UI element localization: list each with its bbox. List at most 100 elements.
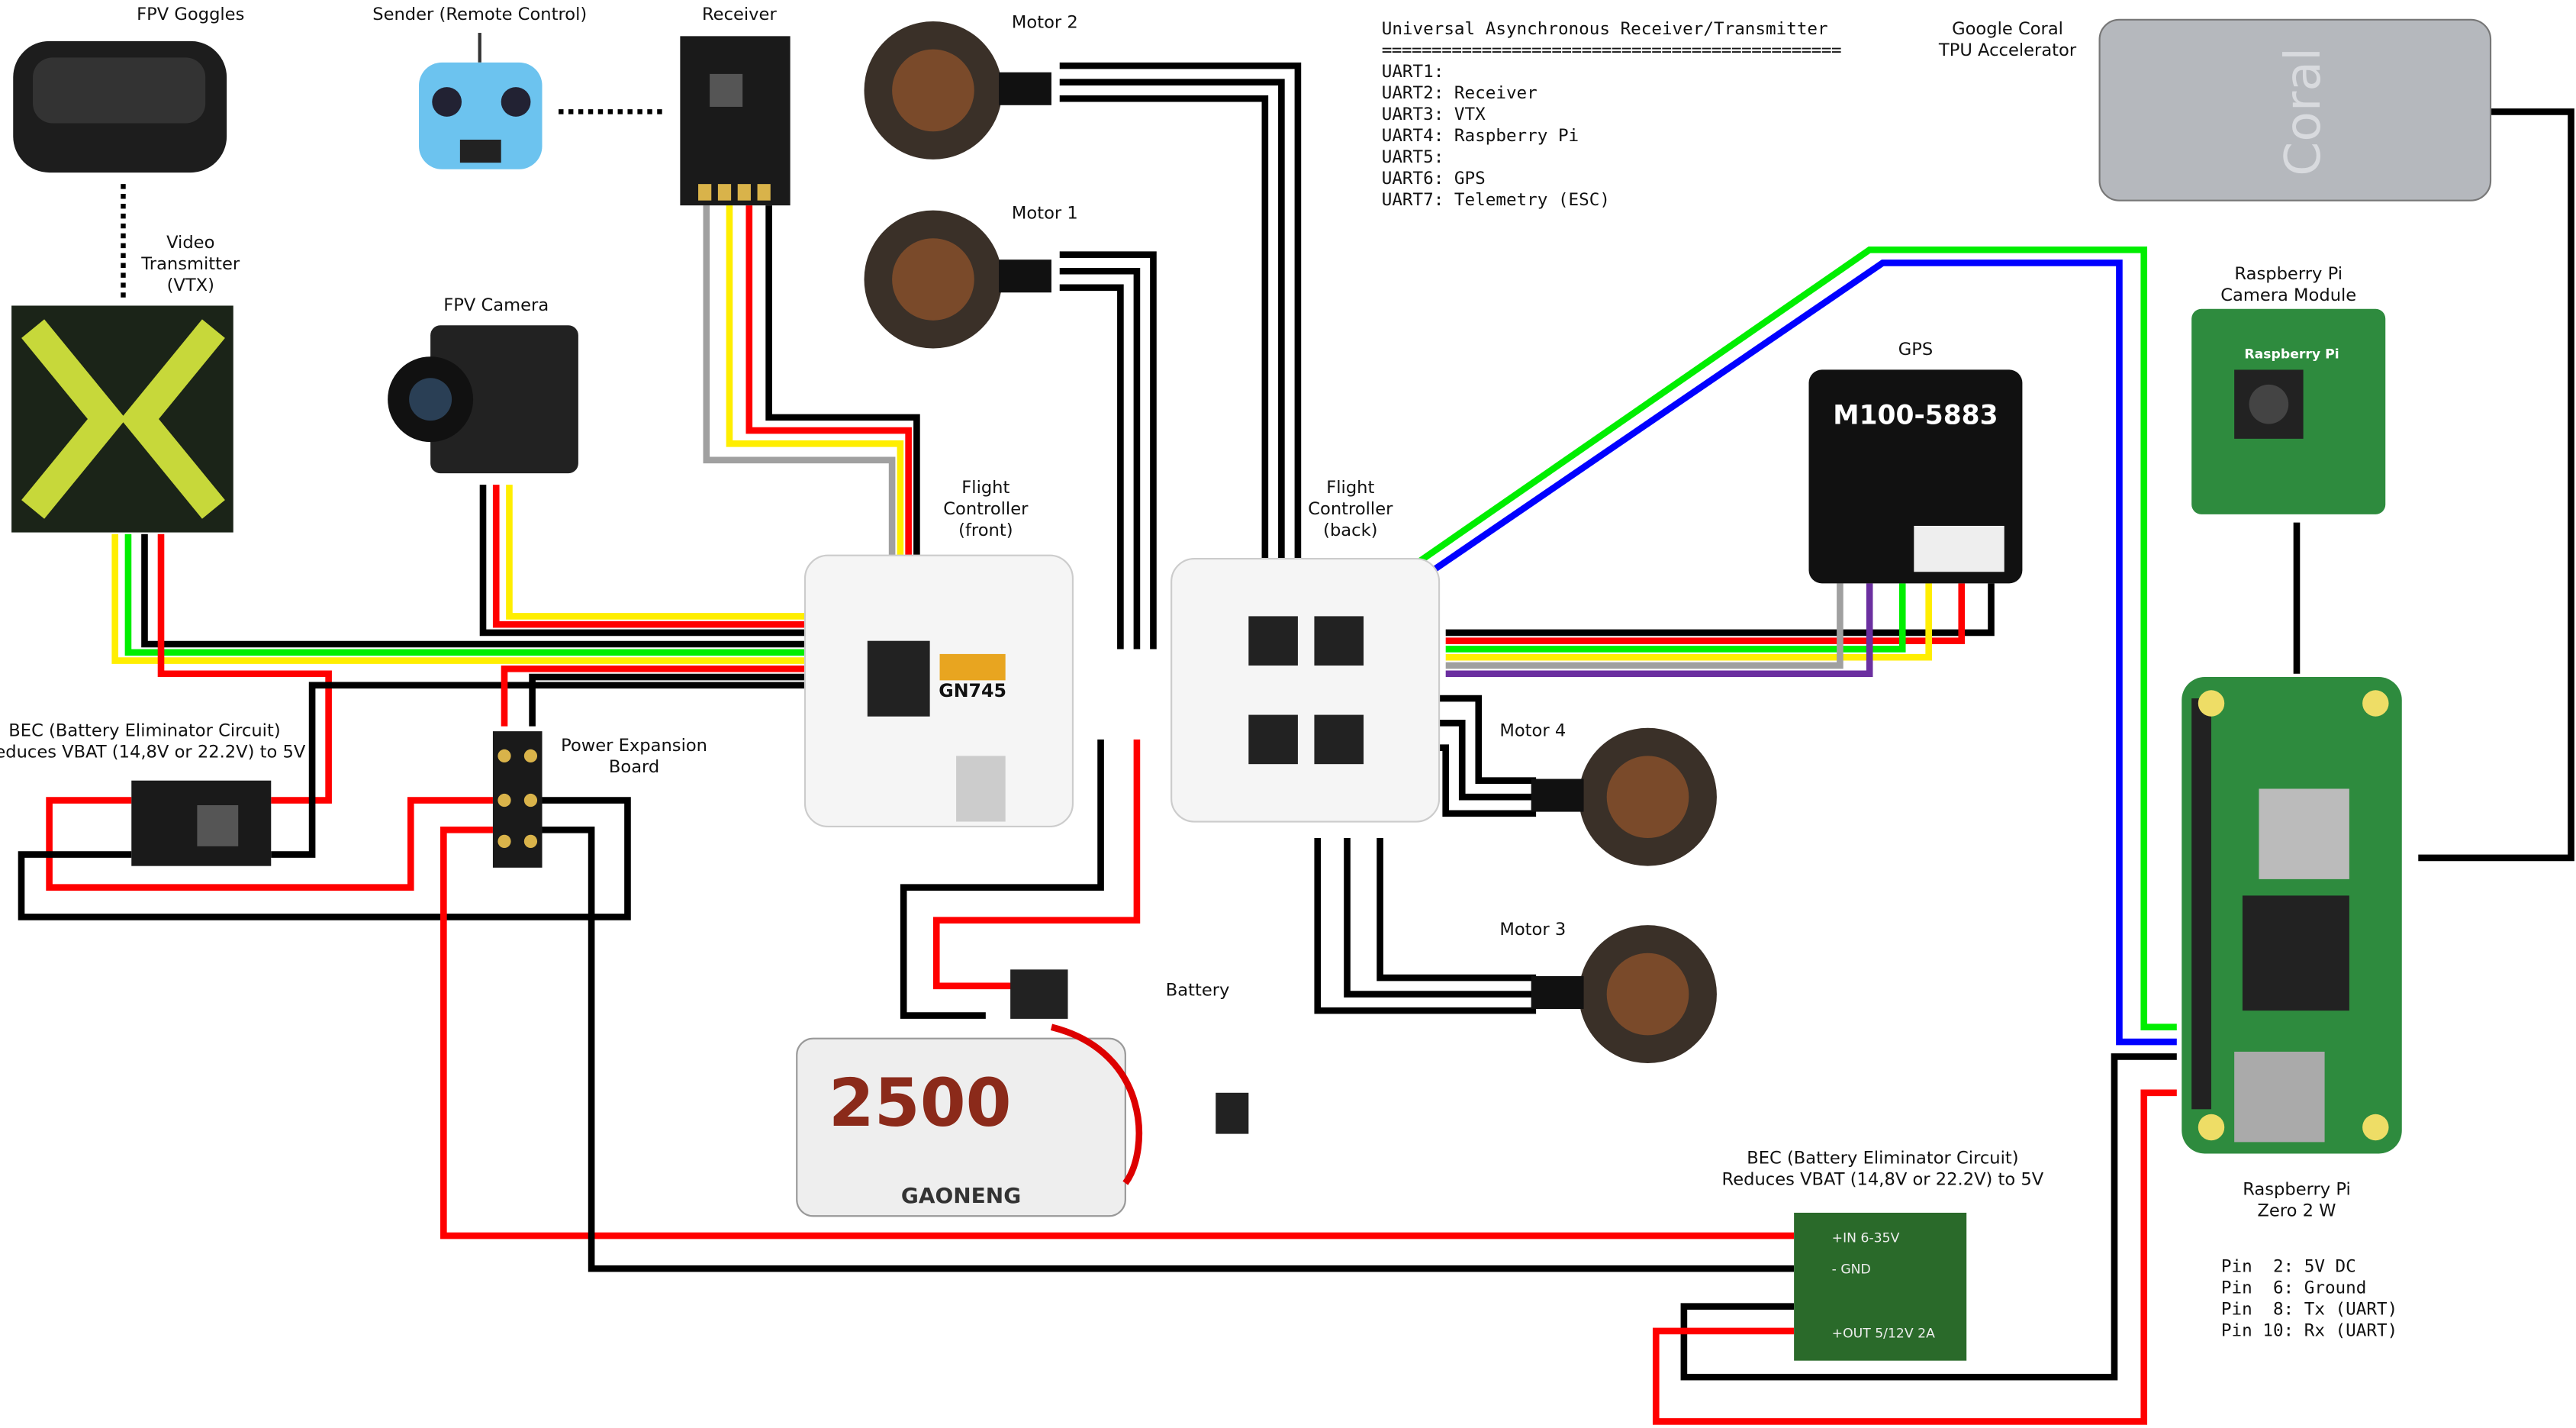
- uart-line: UART2: Receiver: [1382, 83, 1538, 103]
- wire-vtx-gnd: [271, 682, 806, 858]
- label-pi-zero: Raspberry Pi: [2243, 1179, 2351, 1199]
- label-coral-2: TPU Accelerator: [1938, 40, 2077, 60]
- pin-line: Pin 8: Tx (UART): [2221, 1299, 2397, 1319]
- wire-pwr-bec-bottom-red: [440, 826, 1795, 1239]
- uart-line: UART3: VTX: [1382, 105, 1486, 124]
- pin-line: Pin 2: 5V DC: [2221, 1256, 2356, 1276]
- wire-pwr-bec-bottom-black: [542, 826, 1795, 1272]
- wire-receiver-yellow: [726, 205, 904, 556]
- wire-camera-yellow: [506, 485, 806, 620]
- label-bec-bottom-2: Reduces VBAT (14,8V or 22.2V) to 5V: [1722, 1169, 2044, 1189]
- battery-pack: 2500 GAONENG: [796, 969, 1249, 1217]
- label-sender: Sender (Remote Control): [372, 5, 587, 24]
- label-fc-front-3: (front): [958, 521, 1013, 540]
- coral-tpu-accelerator: Coral: [2098, 18, 2492, 201]
- label-pi-zero-2: Zero 2 W: [2257, 1201, 2336, 1220]
- wire-pwr-black: [529, 673, 806, 727]
- wire-receiver-gray: [703, 205, 896, 556]
- wire-camera-black: [479, 485, 806, 637]
- wire-coral-usb: [2418, 108, 2574, 862]
- labels: FPV Goggles Sender (Remote Control) Rece…: [0, 5, 2356, 1220]
- wire-pi-blue: [1424, 259, 2177, 1046]
- wire-receiver-red: [745, 205, 912, 556]
- label-coral: Google Coral: [1952, 19, 2063, 39]
- label-motor-2: Motor 2: [1012, 13, 1078, 33]
- wire-pi-green: [1414, 246, 2177, 1030]
- label-fc-front: Flight: [961, 478, 1009, 498]
- wire-battery-red: [932, 739, 1141, 990]
- label-bec-bottom: BEC (Battery Eliminator Circuit): [1747, 1148, 2018, 1168]
- label-bec-left-2: Reduces VBAT (14,8V or 22.2V) to 5V: [0, 743, 306, 762]
- label-fpv-camera: FPV Camera: [443, 295, 549, 315]
- bec-left-board: [131, 780, 272, 866]
- motor-4: [1531, 727, 1717, 866]
- uart-line: UART7: Telemetry (ESC): [1382, 190, 1610, 210]
- wire-gps-gray: [1445, 583, 1843, 669]
- label-fpv-goggles: FPV Goggles: [137, 5, 244, 24]
- label-fc-back-2: Controller: [1308, 499, 1393, 519]
- wire-vtx-black: [141, 533, 806, 648]
- uart-line: UART6: GPS: [1382, 169, 1486, 189]
- wire-bec-left-gnd: [18, 797, 631, 920]
- pin-legend: Pin 2: 5V DC Pin 6: Ground Pin 8: Tx (UA…: [2221, 1256, 2397, 1340]
- wire-battery-black: [900, 739, 1104, 1019]
- svg-text:+OUT 5/12V 2A: +OUT 5/12V 2A: [1832, 1326, 1935, 1342]
- wire-motor3-a: [1377, 838, 1537, 982]
- svg-text:+IN 6-35V: +IN 6-35V: [1832, 1231, 1900, 1246]
- wire-bec-left-vbat: [46, 797, 493, 891]
- label-vtx-3: (VTX): [167, 276, 214, 295]
- wire-motor1-a: [1059, 251, 1157, 650]
- wire-bec-pi-gnd: [1680, 1053, 2177, 1381]
- receiver-board: [680, 36, 791, 206]
- wire-gps-red: [1445, 583, 1966, 644]
- wire-motor1-c: [1059, 284, 1124, 650]
- fpv-goggles: [13, 40, 227, 173]
- pin-line: Pin 10: Rx (UART): [2221, 1320, 2397, 1340]
- wire-gps-purple: [1445, 583, 1873, 678]
- wire-motor3-c: [1314, 838, 1537, 1014]
- gps-module: M100-5883: [1808, 369, 2023, 584]
- wire-gps-black: [1445, 583, 1995, 637]
- label-receiver: Receiver: [702, 5, 777, 24]
- label-picam: Raspberry Pi: [2234, 264, 2343, 284]
- motor-1: [864, 210, 1051, 349]
- bec-bottom-board: +IN 6-35V - GND +OUT 5/12V 2A: [1794, 1212, 1967, 1361]
- raspberry-pi-zero-2w: [2182, 677, 2402, 1154]
- label-battery: Battery: [1166, 981, 1230, 1001]
- remote-control-sender: [419, 33, 543, 169]
- wire-motor1-b: [1059, 267, 1141, 650]
- wire-gps-green: [1445, 583, 1906, 653]
- label-fc-back-3: (back): [1323, 521, 1377, 540]
- wire-vtx-green: [124, 533, 806, 656]
- motor-2: [864, 21, 1051, 160]
- wire-motor4-b: [1425, 720, 1537, 801]
- motor-3: [1531, 925, 1717, 1064]
- svg-text:GAONENG: GAONENG: [901, 1183, 1021, 1208]
- svg-text:Raspberry Pi: Raspberry Pi: [2244, 347, 2339, 362]
- svg-text:M100-5883: M100-5883: [1833, 400, 1998, 430]
- label-picam-2: Camera Module: [2220, 285, 2356, 305]
- label-vtx-2: Transmitter: [140, 254, 240, 274]
- wire-vtx-yellow: [111, 533, 806, 664]
- label-fc-back: Flight: [1326, 478, 1374, 498]
- label-vtx: Video: [166, 233, 214, 253]
- wire-motor2-a: [1059, 62, 1302, 559]
- label-motor-1: Motor 1: [1012, 203, 1078, 223]
- wire-motor2-c: [1059, 95, 1269, 559]
- label-fc-front-2: Controller: [943, 499, 1029, 519]
- label-motor-4: Motor 4: [1499, 721, 1566, 741]
- svg-text:- GND: - GND: [1832, 1262, 1871, 1278]
- wire-gps-yellow: [1445, 583, 1932, 661]
- wire-motor4-a: [1425, 695, 1537, 785]
- flight-controller-front: GN745: [803, 554, 1074, 828]
- uart-line: UART4: Raspberry Pi: [1382, 126, 1579, 146]
- uart-title: Universal Asynchronous Receiver/Transmit…: [1382, 19, 1828, 39]
- wire-motor2-b: [1059, 79, 1285, 559]
- wires: [18, 62, 2574, 1425]
- wire-bec-pi-5v: [1652, 1089, 2177, 1425]
- uart-legend: Universal Asynchronous Receiver/Transmit…: [1382, 19, 1842, 210]
- raspberry-pi-camera-module: Raspberry Pi: [2191, 308, 2386, 514]
- uart-line: UART1:: [1382, 62, 1444, 82]
- label-power-board-2: Board: [609, 757, 659, 777]
